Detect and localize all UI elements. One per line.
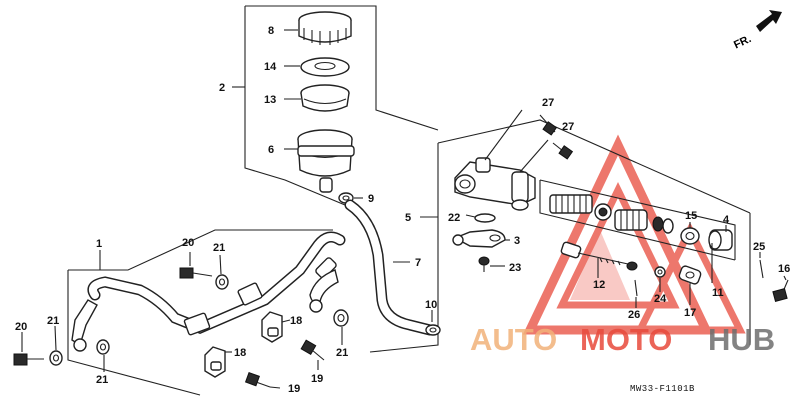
sealing-washer-21-b — [49, 350, 63, 366]
drawing-code: MW33-F1101B — [630, 384, 695, 394]
hose-clip-10 — [425, 324, 441, 336]
callout-24: 24 — [654, 293, 667, 305]
callout-6: 6 — [268, 144, 274, 156]
reservoir-cap — [298, 11, 352, 45]
callout-23: 23 — [509, 262, 521, 274]
direction-label: FR. — [732, 33, 753, 51]
callout-20-b: 20 — [15, 321, 27, 333]
watermark-word-hub: HUB — [708, 322, 775, 357]
o-ring-22 — [474, 213, 496, 223]
bolt-16 — [772, 279, 789, 302]
watermark-word-auto: AUTO — [470, 322, 557, 357]
master-cylinder-frame — [369, 119, 751, 353]
bolt-27-a — [539, 114, 558, 136]
sealing-washer-21-c — [96, 339, 110, 355]
callout-19-b: 19 — [288, 383, 300, 395]
callout-5: 5 — [405, 212, 411, 224]
callout-20-a: 20 — [182, 237, 194, 249]
master-cylinder-body — [454, 157, 536, 211]
pin-26 — [634, 279, 638, 297]
hose-joint-3 — [452, 229, 506, 248]
push-rod-12 — [560, 241, 638, 271]
callout-21-a: 21 — [213, 242, 225, 254]
callout-21-d: 21 — [336, 347, 348, 359]
callout-10: 10 — [425, 299, 437, 311]
leader-lines — [21, 29, 787, 389]
callout-18-b: 18 — [234, 347, 246, 359]
reservoir-body — [297, 129, 355, 193]
piston-set-11 — [549, 194, 674, 234]
banjo-bolt-20-a — [179, 267, 213, 279]
reservoir-hose-7 — [344, 199, 436, 336]
callout-21-b: 21 — [47, 315, 59, 327]
joint-17 — [678, 265, 702, 285]
callout-16: 16 — [778, 263, 790, 275]
callout-13: 13 — [264, 94, 276, 106]
hose-clamp-18-b — [204, 346, 226, 378]
brake-hose-frame — [67, 229, 333, 396]
callout-15: 15 — [685, 210, 697, 222]
brake-hose-1 — [71, 231, 346, 352]
callout-3: 3 — [514, 235, 520, 247]
watermark-word-moto: MOTO — [580, 322, 672, 357]
bolt-19-b — [244, 371, 271, 388]
callout-27-a: 27 — [542, 97, 554, 109]
callout-4: 4 — [723, 214, 730, 226]
callout-labels: 1 2 3 4 5 6 7 8 9 10 11 12 13 14 15 16 1… — [15, 25, 790, 395]
nut-24 — [654, 266, 666, 278]
callout-26: 26 — [628, 309, 640, 321]
diaphragm-plate — [300, 57, 350, 77]
banjo-bolt-20-b — [13, 353, 44, 366]
callout-27-b: 27 — [562, 121, 574, 133]
leader-bolt — [519, 139, 549, 173]
callout-21-c: 21 — [96, 374, 108, 386]
bolt-19-a — [300, 339, 325, 361]
callout-1: 1 — [96, 238, 102, 250]
callout-12: 12 — [593, 279, 605, 291]
callout-7: 7 — [415, 257, 421, 269]
pin-25 — [759, 259, 764, 279]
callout-9: 9 — [368, 193, 374, 205]
front-arrow-icon — [756, 10, 782, 32]
sealing-washer-21-a — [215, 274, 229, 290]
callout-22: 22 — [448, 212, 460, 224]
callout-14: 14 — [264, 61, 277, 73]
callout-17: 17 — [684, 307, 696, 319]
callout-8: 8 — [268, 25, 274, 37]
watermark-text: AUTO MOTO HUB — [470, 322, 775, 357]
callout-19-a: 19 — [311, 373, 323, 385]
hose-clamp-18-a — [261, 311, 283, 343]
callout-11: 11 — [712, 287, 724, 299]
boot-15 — [680, 227, 700, 245]
leader-bolt — [484, 109, 523, 161]
callout-18-a: 18 — [290, 315, 302, 327]
diaphragm — [300, 84, 350, 112]
front-direction-indicator: FR. — [732, 10, 782, 51]
callout-25: 25 — [753, 241, 765, 253]
callout-2: 2 — [219, 82, 225, 94]
bolt-27-b — [552, 142, 574, 160]
reservoir-group-frame — [232, 5, 439, 206]
sealing-washer-21-d — [333, 309, 349, 327]
watermark-logo — [522, 134, 746, 335]
screw-23 — [478, 256, 490, 272]
